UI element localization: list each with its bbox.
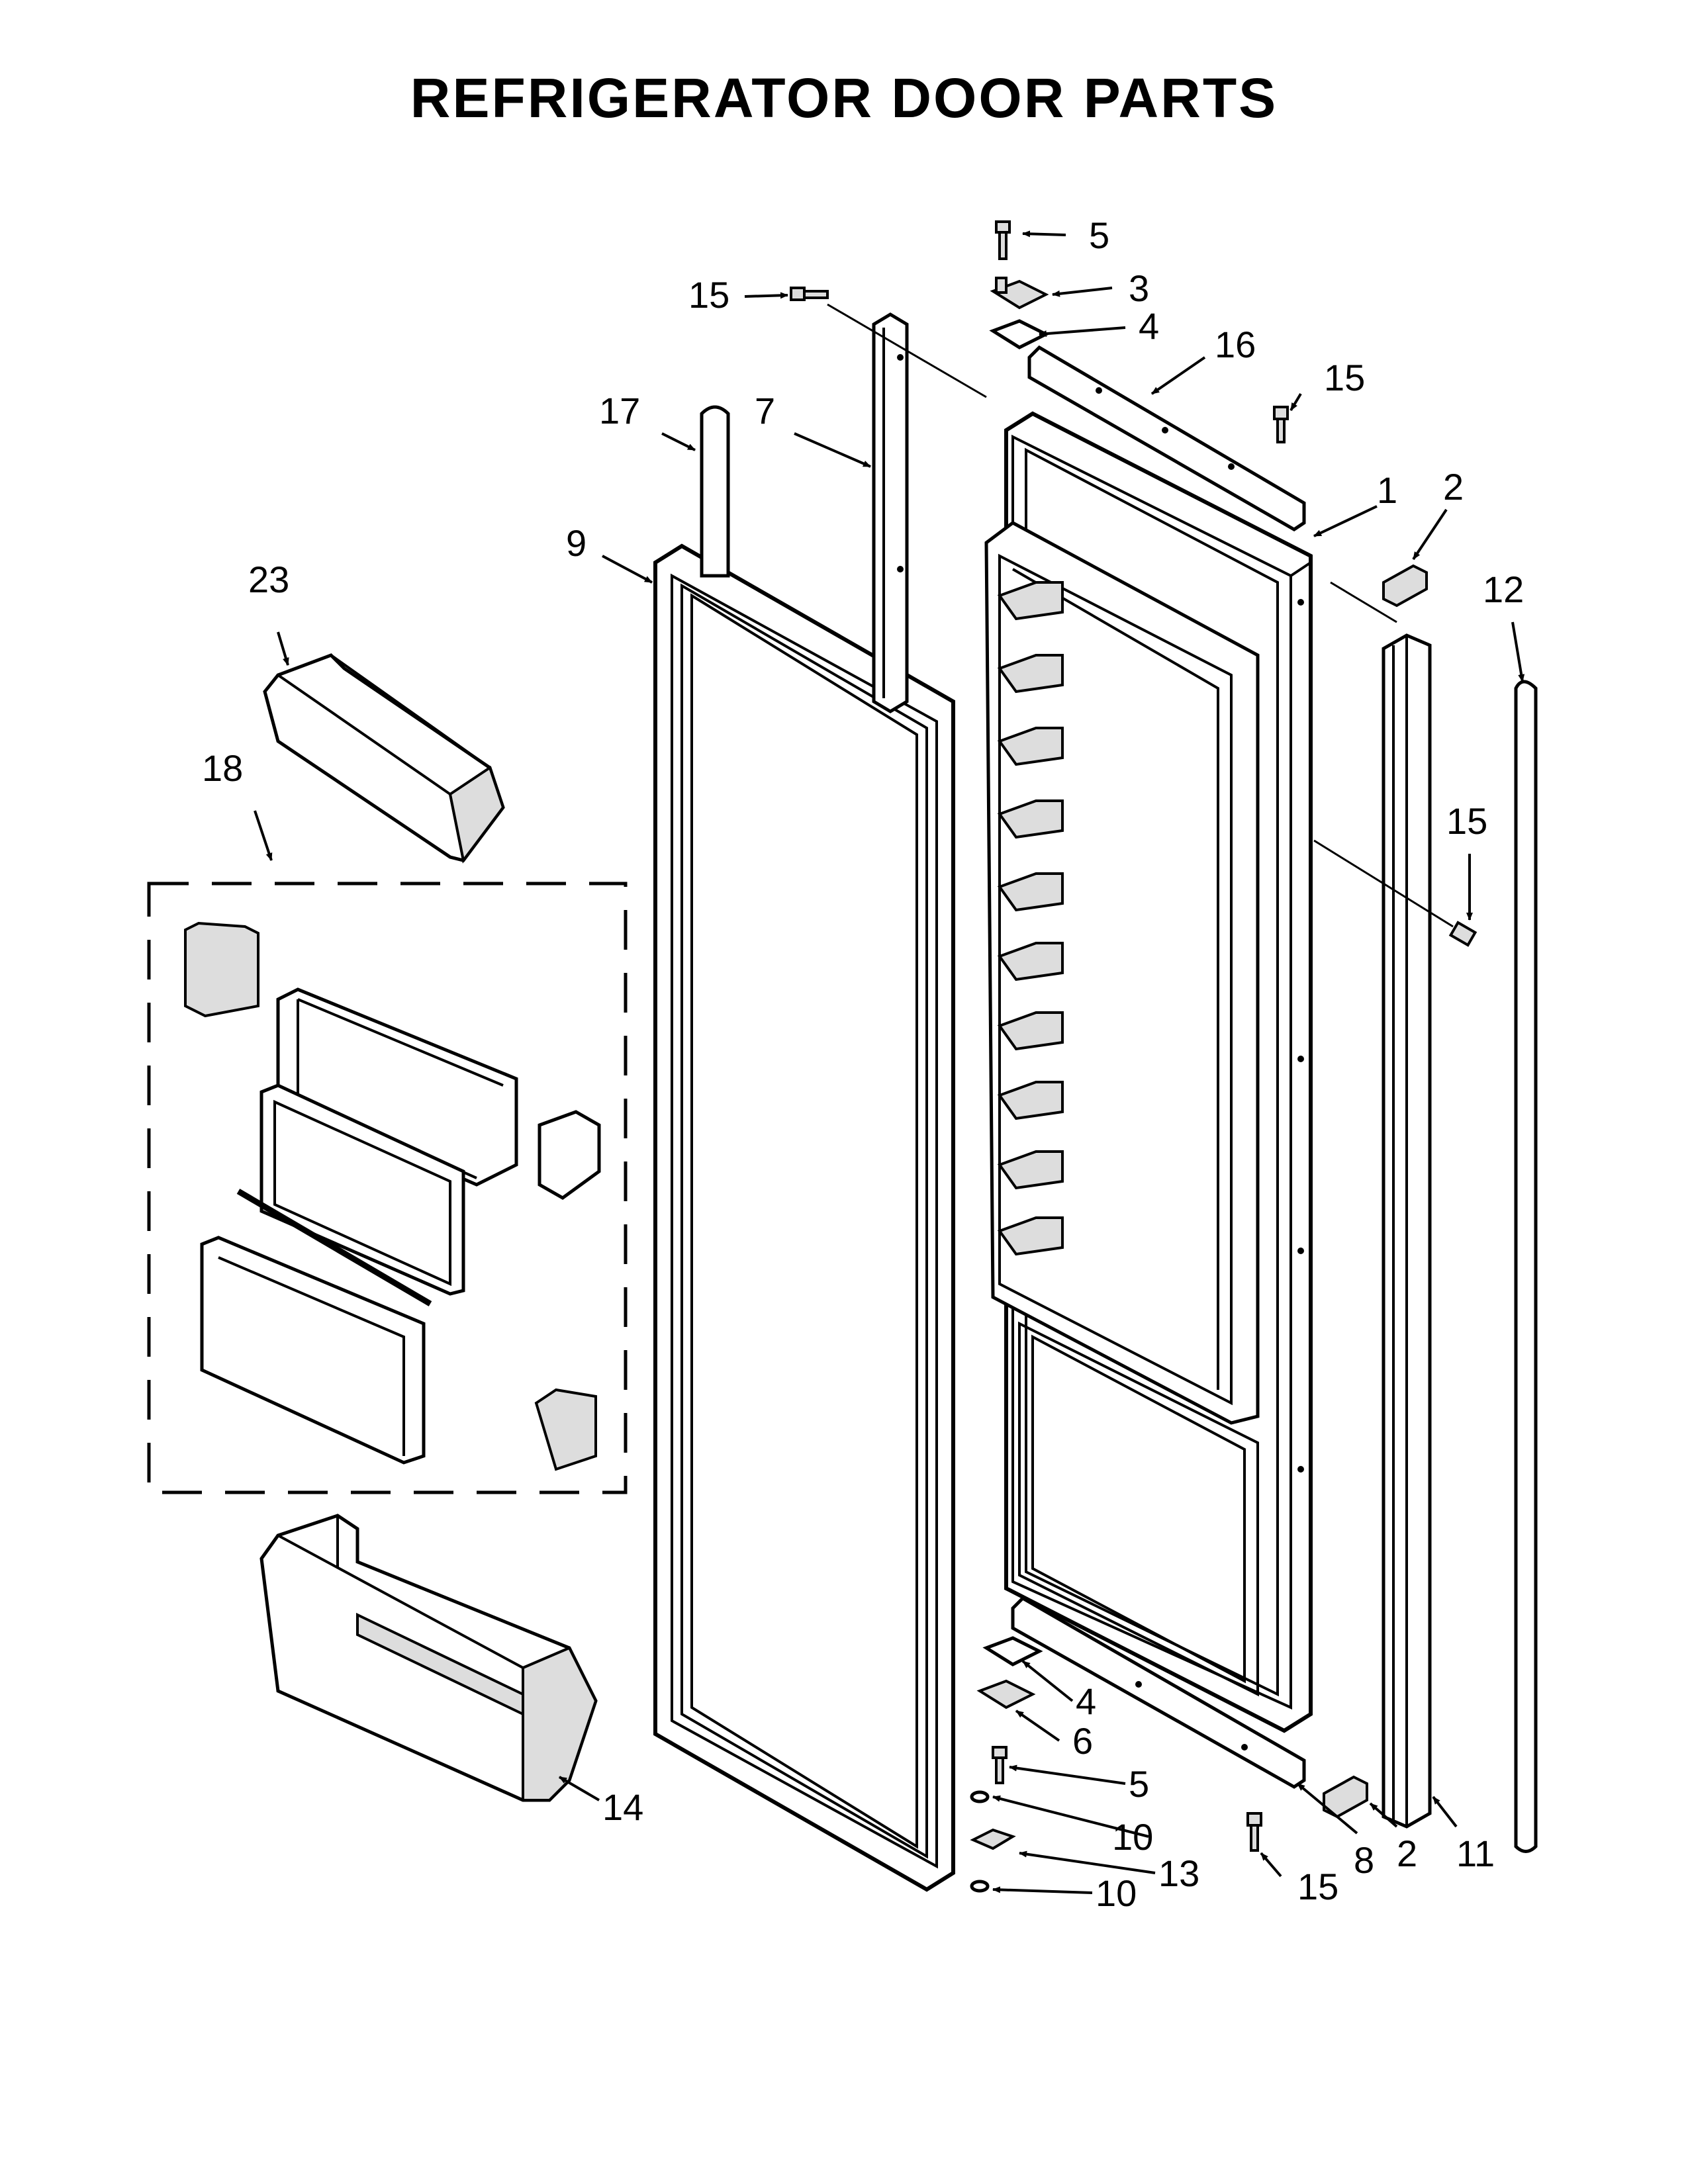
callout-15-bottom: 15 xyxy=(1297,1866,1338,1907)
callout-8: 8 xyxy=(1354,1839,1374,1881)
callout-13: 13 xyxy=(1158,1852,1199,1894)
callout-labels: 5 3 4 16 15 15 17 7 1 2 12 9 23 18 15 4 … xyxy=(202,214,1524,1914)
callout-23: 23 xyxy=(248,559,289,600)
callout-5-top: 5 xyxy=(1089,214,1109,256)
callout-15-topleft: 15 xyxy=(688,274,729,316)
bottom-hinge-bracket xyxy=(1011,1596,1306,1789)
diagram-title: REFRIGERATOR DOOR PARTS xyxy=(410,67,1278,129)
door-frame-part xyxy=(984,411,1313,1733)
side-trim-strip xyxy=(1382,633,1432,1829)
callout-1: 1 xyxy=(1377,469,1397,511)
dairy-compartment-parts xyxy=(184,921,601,1471)
screw-mid xyxy=(1448,921,1477,947)
callout-2-bottom: 2 xyxy=(1397,1833,1417,1874)
assembly-group-box xyxy=(147,882,628,1494)
screw-topright xyxy=(1273,406,1289,443)
callout-16: 16 xyxy=(1215,324,1256,365)
callout-18: 18 xyxy=(202,747,243,789)
leader-lines xyxy=(254,230,1525,1894)
bottom-hinge-parts xyxy=(970,1636,1043,1893)
callout-4-top: 4 xyxy=(1139,305,1159,347)
callout-15-topright: 15 xyxy=(1324,357,1365,398)
callout-9: 9 xyxy=(566,522,586,564)
callout-6: 6 xyxy=(1072,1720,1093,1762)
callout-10-b: 10 xyxy=(1096,1872,1137,1914)
callout-15-mid: 15 xyxy=(1446,800,1487,842)
callout-14: 14 xyxy=(602,1786,643,1828)
callout-12: 12 xyxy=(1483,569,1524,610)
screw-topleft xyxy=(790,287,829,301)
door-bin-large xyxy=(259,1514,598,1802)
callout-11: 11 xyxy=(1456,1833,1495,1874)
handle-trim-strip xyxy=(872,312,909,713)
top-hinge-parts xyxy=(989,220,1050,349)
hinge-clip-bottom xyxy=(1323,1775,1368,1819)
callout-17: 17 xyxy=(599,390,640,432)
callout-3: 3 xyxy=(1129,267,1149,309)
callout-7: 7 xyxy=(755,390,775,432)
callout-10-a: 10 xyxy=(1112,1816,1153,1858)
callout-2-top: 2 xyxy=(1443,466,1464,508)
vertical-seal-strip xyxy=(700,405,730,578)
callout-5-bottom: 5 xyxy=(1129,1763,1149,1805)
screw-bottom xyxy=(1246,1812,1262,1852)
door-gasket xyxy=(653,543,955,1892)
top-hinge-bracket xyxy=(1027,345,1306,531)
door-bin-small xyxy=(263,653,505,864)
side-seal-strip xyxy=(1514,680,1538,1853)
hinge-clip-top xyxy=(1382,564,1428,608)
callout-4-bottom: 4 xyxy=(1076,1680,1096,1722)
shelf-supports xyxy=(997,581,1064,1256)
